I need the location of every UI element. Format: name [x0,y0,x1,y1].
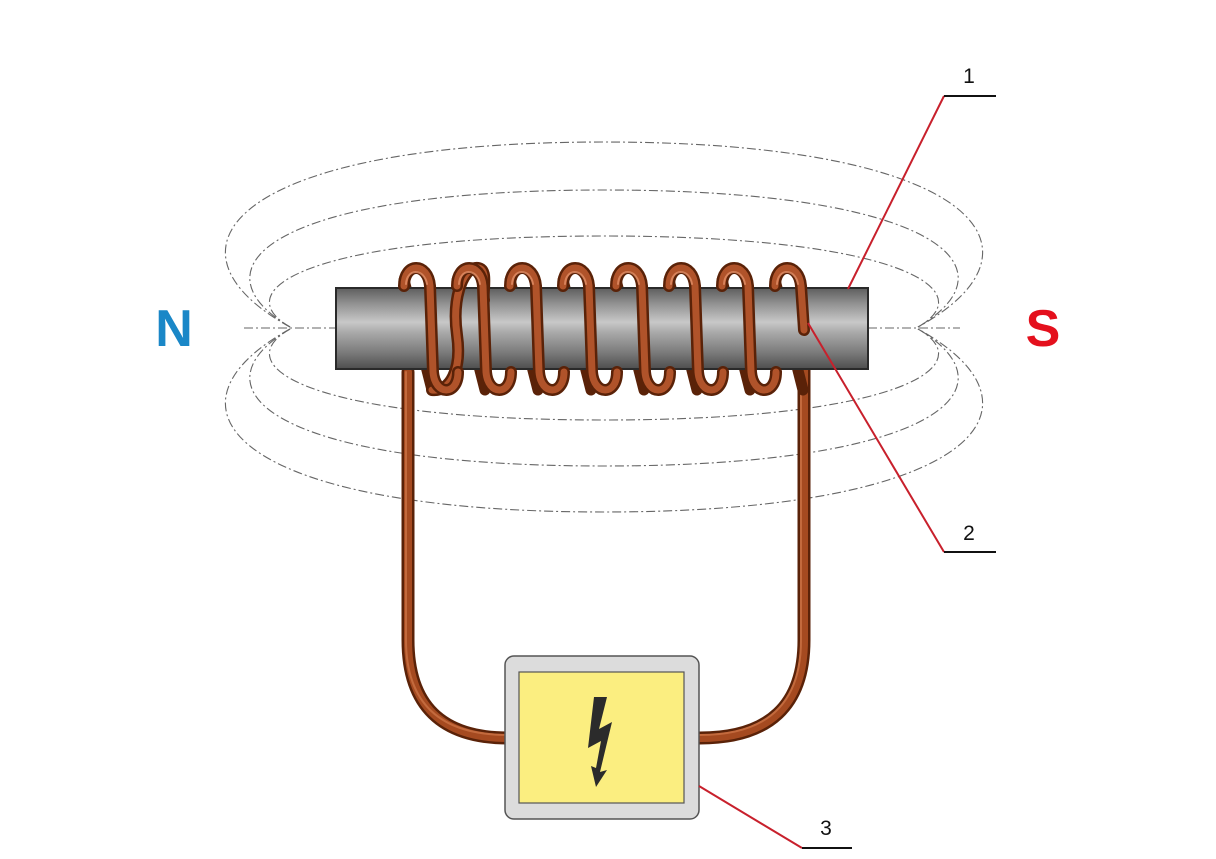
magnetic-field-lines [224,141,984,513]
field-line [249,189,959,328]
leader-lines [698,95,996,849]
field-line [224,141,984,328]
field-line [224,328,984,513]
north-pole-label: N [155,300,193,358]
leader-line-2 [807,322,945,553]
leader-line-3 [698,785,803,849]
lightning-bolt-icon [588,697,612,787]
south-pole-label: S [1026,300,1061,358]
callout-number-1: 1 [963,65,975,88]
power-source [504,655,700,820]
field-line [269,235,939,328]
field-line [269,328,939,421]
leader-line-1 [847,95,945,290]
callout-number-2: 2 [963,522,975,545]
callout-number-3: 3 [820,817,832,840]
coil-turns [398,262,810,396]
field-line [249,328,959,467]
iron-core [335,287,869,370]
